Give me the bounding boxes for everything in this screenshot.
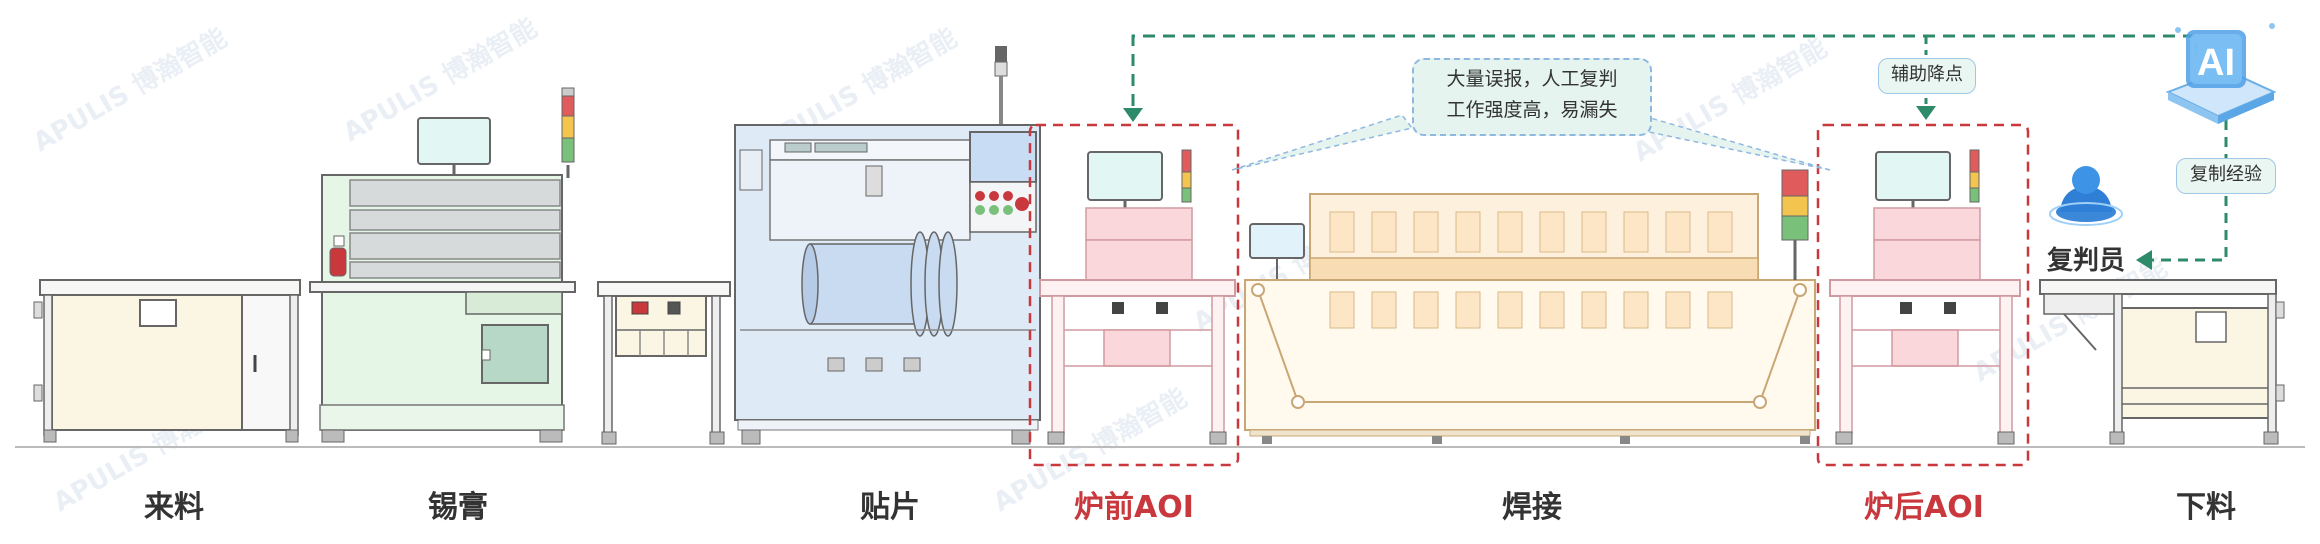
problem-callout: 大量误报，人工复判 工作强度高，易漏失 bbox=[1412, 58, 1652, 136]
placement-machine bbox=[734, 46, 1041, 445]
pre-aoi-machine bbox=[1039, 149, 1236, 445]
arrow-down-icon bbox=[1916, 106, 1936, 120]
station-label-placement: 贴片 bbox=[860, 490, 920, 525]
svg-text:AI: AI bbox=[2197, 42, 2235, 84]
arrow-down-icon bbox=[1123, 108, 1143, 122]
station-label-reflow: 焊接 bbox=[1502, 490, 1562, 525]
station-label-post-aoi: 炉后AOI bbox=[1864, 490, 1984, 525]
station-label-pre-aoi: 炉前AOI bbox=[1074, 490, 1194, 525]
arrow-left-icon bbox=[2136, 250, 2152, 270]
station-label-paste: 锡膏 bbox=[428, 490, 488, 525]
experience-flow-line bbox=[1131, 34, 2198, 110]
post-aoi-machine bbox=[1829, 149, 2021, 445]
copy-experience-tag: 复制经验 bbox=[2176, 158, 2276, 194]
paste-printer bbox=[309, 87, 576, 443]
reviewer-person-icon bbox=[2049, 166, 2123, 226]
assist-tag: 辅助降点 bbox=[1878, 58, 1976, 94]
problem-line-1: 大量误报，人工复判 bbox=[1446, 68, 1618, 90]
bubble-tail bbox=[1628, 114, 1831, 171]
feed-conveyor bbox=[33, 279, 301, 443]
station-label-feed: 来料 bbox=[144, 490, 204, 525]
problem-line-2: 工作强度高，易漏失 bbox=[1446, 99, 1618, 121]
reviewer-label: 复判员 bbox=[2046, 246, 2126, 276]
buffer-conveyor bbox=[597, 281, 731, 445]
unload-conveyor bbox=[2039, 279, 2285, 445]
bubble-tail bbox=[1231, 114, 1414, 171]
station-label-unload: 下料 bbox=[2176, 490, 2236, 525]
ai-logo-icon: AI bbox=[2165, 23, 2277, 124]
reflow-oven bbox=[1244, 169, 1816, 444]
